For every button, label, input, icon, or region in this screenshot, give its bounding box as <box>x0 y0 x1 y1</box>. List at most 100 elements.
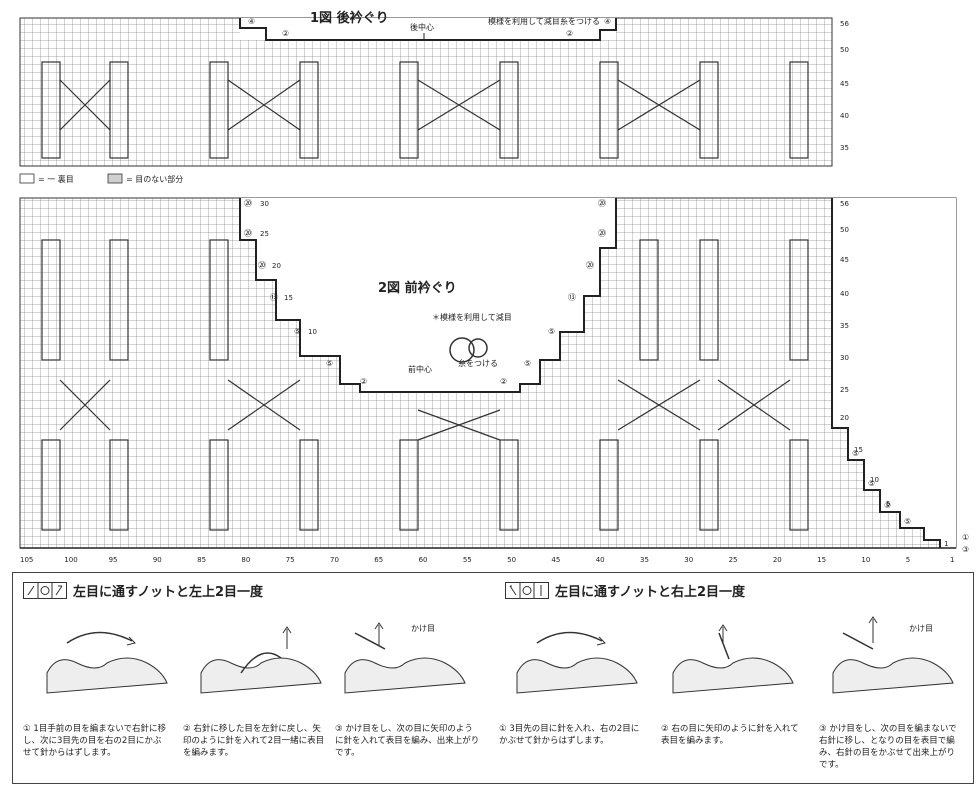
figure1-attach-note: 糸をつける <box>560 16 600 26</box>
row-number: 30 <box>840 354 849 362</box>
step-number: ① <box>23 724 31 734</box>
column-number: 10 <box>861 556 870 564</box>
left-step3-illustration: かけ目 <box>335 613 475 703</box>
right-step2-illustration <box>663 613 803 703</box>
figure2-title: 2図 前衿ぐり <box>378 280 457 296</box>
step-label: ⑳ <box>244 199 252 208</box>
right-step2-text: ② 右の目に矢印のように針を入れて表目を編みます。 <box>661 723 806 747</box>
figure2-attach-note: 糸をつける <box>458 358 498 368</box>
left-step1-illustration <box>37 613 177 703</box>
column-number: 1 <box>950 556 954 564</box>
figure2-chart <box>19 197 957 549</box>
step-description: 1目手前の目を編まないで右針に移し、次に3目先の目を右の2目にかぶせて針からはず… <box>23 724 166 758</box>
row-number: 50 <box>840 46 849 54</box>
figure1-title: 1図 後衿ぐり <box>310 10 389 26</box>
step-label: ⑤ <box>904 517 911 526</box>
left-technique-title-text: 左目に通すノットと左上2目一度 <box>73 585 264 600</box>
figure2-right-steps: ⑳ ⑳ ⑳ ⑬ ⑤ ⑤ ② <box>500 199 606 386</box>
figure1-decrease-note: 模様を利用して減目 <box>488 16 560 26</box>
column-number: 25 <box>729 556 738 564</box>
step-label: ⑳ <box>258 261 266 270</box>
step-label: ⑳ <box>244 229 252 238</box>
knitting-charts: 1図 後衿ぐり 後中心 模様を利用して減目 糸をつける ④ ② ④ ② 56 5… <box>19 10 969 564</box>
figure2-edge-steps: ⑤ ⑤ ⑤ ⑤ ① ③ <box>852 449 969 554</box>
row-number: 1 <box>944 540 948 548</box>
instruction-panel: 左目に通すノットと左上2目一度 かけ目 ① 1目手前の目を編まないで右針に移し、… <box>12 572 974 784</box>
row-number: 15 <box>854 446 863 454</box>
legend: = 一 裏目 = 目のない部分 <box>19 173 183 184</box>
step-label: ① <box>962 533 969 542</box>
row-number: 25 <box>840 386 849 394</box>
step-number: ② <box>183 724 191 734</box>
step-description: かけ目をし、次の目に矢印のように針を入れて表目を編み、出来上がりです。 <box>335 724 480 758</box>
step-label: ⑤ <box>868 479 875 488</box>
column-number: 15 <box>817 556 826 564</box>
right-step3-text: ③ かけ目をし、次の目を編まないで右針に移し、となりの目を表目で編み、右針の目を… <box>819 723 959 771</box>
figure2-left-steps: ⑳ ⑳ ⑳ ⑬ ⑤ ⑤ ② <box>244 199 367 386</box>
step-label: ⑬ <box>568 293 576 302</box>
figure1-step-label: ② <box>282 29 289 38</box>
column-number: 95 <box>109 556 118 564</box>
left-knot-symbol <box>23 582 67 599</box>
row-number: 5 <box>886 500 890 508</box>
step-number: ③ <box>335 724 343 734</box>
row-number: 35 <box>840 322 849 330</box>
step-description: 右針に移した目を左針に戻し、矢印のように針を入れて2目一緒に表目を編みます。 <box>183 724 325 758</box>
figure2-row-numbers-right: 56 50 45 40 35 30 25 20 15 10 5 1 <box>840 200 948 548</box>
step-label: ⑳ <box>598 199 606 208</box>
step-label: ⑤ <box>524 359 531 368</box>
row-number: 56 <box>840 200 849 208</box>
column-number: 45 <box>551 556 560 564</box>
right-technique-title-text: 左目に通すノットと右上2目一度 <box>555 585 746 600</box>
row-number: 20 <box>272 262 281 270</box>
row-number: 40 <box>840 290 849 298</box>
right-loop-label: かけ目 <box>909 624 933 633</box>
left-step2-illustration <box>191 613 331 703</box>
column-number: 55 <box>463 556 472 564</box>
column-number: 65 <box>374 556 383 564</box>
step-label: ⑤ <box>326 359 333 368</box>
column-number: 35 <box>640 556 649 564</box>
row-number: 40 <box>840 112 849 120</box>
column-number: 100 <box>64 556 77 564</box>
row-number: 45 <box>840 256 849 264</box>
left-step3-text: ③ かけ目をし、次の目に矢印のように針を入れて表目を編み、出来上がりです。 <box>335 723 480 759</box>
step-label: ② <box>500 377 507 386</box>
column-number: 20 <box>773 556 782 564</box>
figure1-chart <box>19 17 833 167</box>
column-number: 80 <box>241 556 250 564</box>
row-number: 20 <box>840 414 849 422</box>
right-step1-text: ① 3目先の目に針を入れ、右の2目にかぶせて針からはずします。 <box>499 723 644 747</box>
column-number: 85 <box>197 556 206 564</box>
row-number: 25 <box>260 230 269 238</box>
left-technique-title: 左目に通すノットと左上2目一度 <box>23 581 263 600</box>
column-number: 60 <box>419 556 428 564</box>
legend-gray-label: = 目のない部分 <box>126 174 183 184</box>
figure2-row-numbers-left: 30 25 20 15 10 <box>260 200 317 336</box>
row-number: 50 <box>840 226 849 234</box>
step-number: ① <box>499 724 507 734</box>
step-label: ⑤ <box>884 501 891 510</box>
step-label: ⑤ <box>294 327 301 336</box>
figure2-center-label: 前中心 <box>408 364 432 374</box>
left-loop-label: かけ目 <box>411 624 435 633</box>
row-number: 56 <box>840 20 849 28</box>
column-number: 90 <box>153 556 162 564</box>
step-label: ⑳ <box>598 229 606 238</box>
left-step2-text: ② 右針に移した目を左針に戻し、矢印のように針を入れて2目一緒に表目を編みます。 <box>183 723 328 759</box>
column-number: 30 <box>684 556 693 564</box>
step-label: ⑬ <box>270 293 278 302</box>
step-description: かけ目をし、次の目を編まないで右針に移し、となりの目を表目で編み、右針の目をかぶ… <box>819 724 957 770</box>
left-step1-text: ① 1目手前の目を編まないで右針に移し、次に3目先の目を右の2目にかぶせて針から… <box>23 723 168 759</box>
row-number: 10 <box>308 328 317 336</box>
figure1-step-label: ④ <box>248 17 255 26</box>
step-number: ② <box>661 724 669 734</box>
legend-blank-label: = 一 裏目 <box>38 174 74 184</box>
step-description: 右の目に矢印のように針を入れて表目を編みます。 <box>661 724 799 746</box>
step-label: ③ <box>962 545 969 554</box>
row-number: 35 <box>840 144 849 152</box>
column-number: 40 <box>596 556 605 564</box>
row-number: 30 <box>260 200 269 208</box>
figure1-center-label: 後中心 <box>410 22 434 32</box>
